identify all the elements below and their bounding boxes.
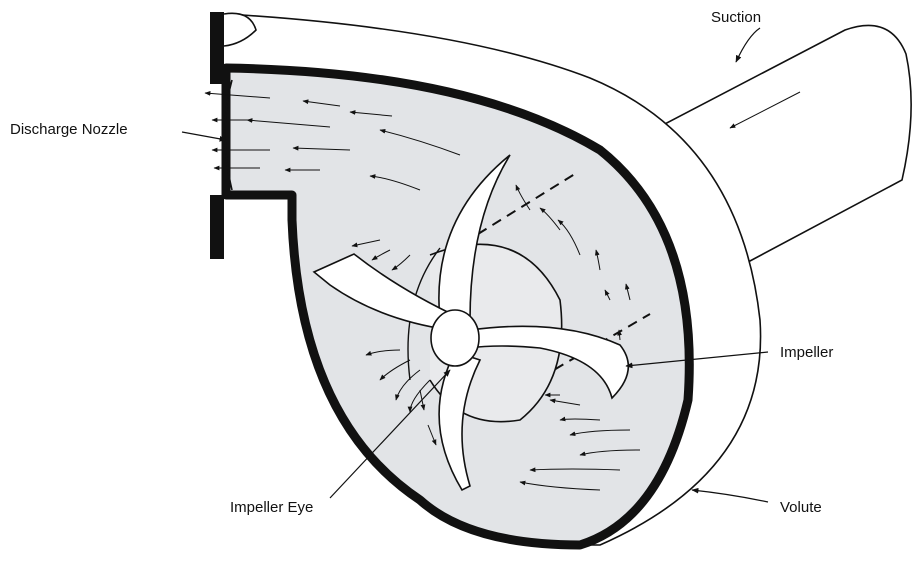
volute-leader	[692, 490, 768, 502]
discharge-leader	[182, 132, 226, 140]
discharge-nozzle-label: Discharge Nozzle	[10, 121, 128, 138]
volute-label: Volute	[780, 499, 822, 516]
suction-label: Suction	[711, 9, 761, 26]
suction-leader	[736, 28, 760, 62]
impeller-hub	[431, 310, 479, 366]
impeller-eye-label: Impeller Eye	[230, 499, 313, 516]
impeller-label: Impeller	[780, 344, 833, 361]
